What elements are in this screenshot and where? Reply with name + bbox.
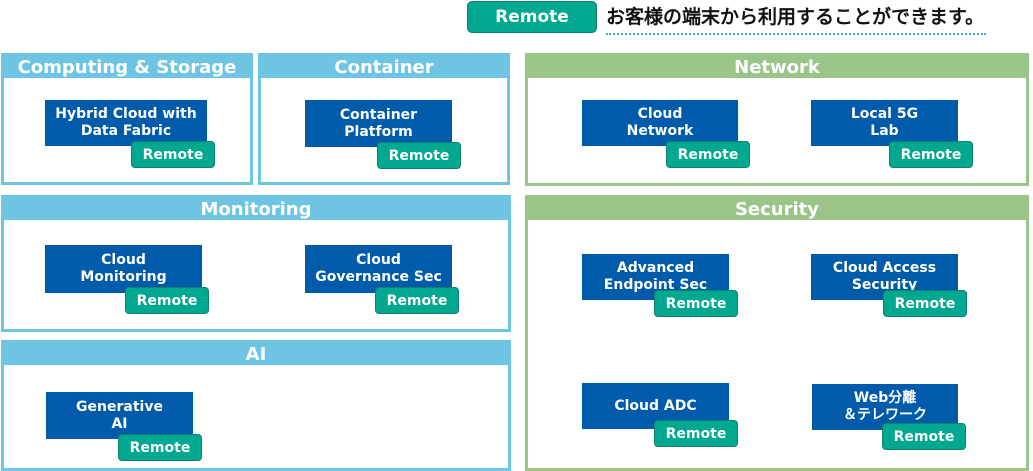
service-label-line: Cloud ADC [614,397,697,414]
category-title: Container [261,56,507,78]
service-label-line: Cloud [356,252,401,268]
service-label-line: Hybrid Cloud with [55,106,197,122]
remote-tag: Remote [883,290,967,317]
service-label-line: Governance Sec [315,269,442,285]
category-title: Computing & Storage [4,56,250,78]
category-title: Security [528,198,1026,220]
service-hybrid-cloud-data-fabric[interactable]: Hybrid Cloud with Data Fabric [45,100,207,146]
remote-tag: Remote [889,141,973,168]
service-label-line: ＆テレワーク [843,407,927,423]
service-label-line: Cloud [637,106,683,122]
category-title: Network [528,56,1026,78]
service-label-line: Cloud [101,252,146,268]
remote-tag: Remote [654,420,738,447]
remote-tag: Remote [125,287,209,314]
service-label-line: Cloud Access [832,260,937,276]
remote-tag: Remote [666,141,750,168]
service-label-line: Advanced [616,260,695,276]
category-container: Container [258,53,510,185]
service-label-line: Local 5G [850,106,919,122]
category-title: AI [4,343,508,365]
legend-description: お客様の端末から利用することができます。 [606,3,987,35]
legend-remote-badge: Remote [467,1,597,33]
category-title: Monitoring [4,198,508,220]
service-label-line: Endpoint Sec [603,277,708,293]
service-label-line: Container [339,106,418,123]
service-label-line: Security [851,277,918,293]
service-label-line: Web分離 [853,390,917,406]
remote-tag: Remote [377,142,461,169]
service-label-line: AI [111,415,128,432]
remote-tag: Remote [375,287,459,314]
service-cloud-network[interactable]: Cloud Network [582,100,738,146]
category-computing-storage: Computing & Storage [1,53,253,185]
remote-tag: Remote [882,423,966,450]
service-web-isolation-telework[interactable]: Web分離 ＆テレワーク [812,384,958,430]
service-cloud-monitoring[interactable]: Cloud Monitoring [45,245,202,293]
remote-tag: Remote [654,290,738,317]
service-container-platform[interactable]: Container Platform [305,100,452,147]
service-label-line: Platform [344,123,413,140]
service-label-line: Data Fabric [80,123,172,139]
service-label-line: Monitoring [80,269,167,285]
service-local-5g-lab[interactable]: Local 5G Lab [811,100,958,146]
service-cloud-governance-sec[interactable]: Cloud Governance Sec [305,245,452,293]
service-label-line: Generative [76,398,163,415]
remote-tag: Remote [131,141,215,168]
service-label-line: Lab [870,123,899,139]
service-label-line: Network [626,123,694,139]
service-generative-ai[interactable]: Generative AI [46,392,193,439]
remote-tag: Remote [118,434,202,461]
